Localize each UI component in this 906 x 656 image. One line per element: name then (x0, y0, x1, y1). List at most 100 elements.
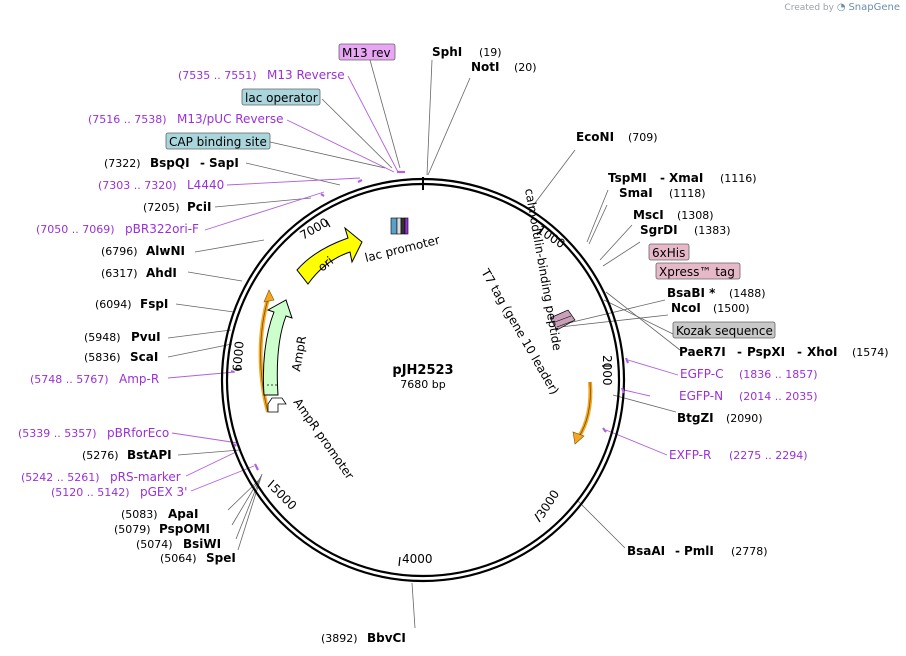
enzyme-xmai-sep: - (660, 171, 665, 185)
tag-block-line2 (556, 320, 574, 328)
enzyme-bstapi: BstAPI (127, 448, 172, 462)
primer-ampr-range: (5748 .. 5767) (30, 373, 109, 386)
label-m13rev: M13 rev (342, 46, 391, 60)
snapgene-credit: Created by ◔ SnapGene (784, 2, 900, 13)
enzyme-alwni-pos: (6796) (101, 245, 138, 258)
box-m13rev (338, 43, 396, 61)
snapgene-logo: ◔ (836, 2, 846, 13)
leader-lines (167, 59, 681, 629)
plasmid-name: pJH2523 (392, 363, 453, 378)
enzyme-pspomi-pos: (5079) (114, 523, 151, 536)
enzyme-xhoi-sep: - (797, 345, 802, 359)
label-kozak: Kozak sequence (676, 324, 773, 338)
primer-pgex: pGEX 3' (140, 485, 187, 499)
box-xpress (655, 262, 741, 280)
cds-arrow-right-head (572, 431, 585, 445)
primer-leader-lines (167, 75, 679, 492)
label-lac-operator: lac operator (245, 91, 318, 105)
box-6xhis (648, 243, 690, 261)
feature-ampr: AmpR (289, 335, 309, 373)
enzyme-bsabi-pos: (1488) (729, 287, 766, 300)
primer-prs-range: (5242 .. 5261) (21, 471, 100, 484)
credit-brand: SnapGene (848, 2, 900, 13)
enzyme-ncoi: NcoI (671, 301, 701, 315)
label-6xhis: 6xHis (652, 246, 685, 260)
enzyme-noti-pos: (20) (514, 61, 537, 74)
enzyme-econi-pos: (709) (628, 131, 658, 144)
enzyme-pvui-pos: (5948) (84, 331, 121, 344)
enzyme-smai-pos: (1118) (669, 187, 706, 200)
tick-1000 (536, 226, 545, 236)
ampr-promoter-arrow (267, 397, 287, 413)
primer-pbrforeco-range: (5339 .. 5357) (18, 427, 97, 440)
tag-block (549, 309, 576, 331)
enzyme-noti: NotI (471, 60, 500, 74)
primer-m13puc: M13/pUC Reverse (177, 112, 284, 126)
lac-promoter-mark (396, 217, 402, 235)
feature-calmodulin: calmodulin-binding peptide (522, 187, 564, 351)
enzyme-bbvci-pos: (3892) (321, 632, 358, 645)
enzyme-ahdi: AhdI (146, 266, 177, 280)
tick-5000 (267, 479, 275, 488)
enzyme-xhoi: XhoI (807, 345, 838, 359)
tick-3000 (534, 513, 541, 523)
primer-l4440: L4440 (187, 178, 224, 192)
feature-lac-promoter: lac promoter (363, 233, 441, 265)
enzyme-tspmi-pos: (1116) (720, 172, 757, 185)
enzyme-btgzi: BtgZI (677, 411, 714, 425)
enzyme-bsiwi: BsiWI (183, 537, 221, 551)
enzyme-pmli: PmlI (684, 544, 714, 558)
enzyme-paer7i-pos: (1574) (852, 346, 889, 359)
ruler-label-3000: 3000 (534, 487, 562, 520)
enzyme-bsaai: BsaAI (627, 544, 665, 558)
feature-ampr-promoter: AmpR promoter (291, 396, 357, 482)
enzyme-pmli-sep: - (675, 544, 680, 558)
enzyme-btgzi-pos: (2090) (726, 412, 763, 425)
tick-7000 (325, 219, 331, 228)
lac-operator-mark (390, 217, 398, 235)
ruler-label-2000: 2000 (600, 355, 614, 386)
ampr-arrow (262, 299, 293, 396)
enzyme-labels: SphI (19) NotI (20) EcoNI (709) TspMI - … (82, 45, 889, 645)
enzyme-bstapi-pos: (5276) (82, 449, 119, 462)
primer-prs: pRS-marker (110, 470, 181, 484)
plasmid-length: 7680 bp (400, 378, 445, 391)
boxed-labels: M13 rev lac operator CAP binding site 6x… (165, 43, 776, 339)
credit-prefix: Created by (784, 3, 834, 13)
primer-exfpr: EXFP-R (669, 448, 711, 462)
enzyme-scai: ScaI (130, 350, 158, 364)
primer-m13puc-range: (7516 .. 7538) (88, 113, 167, 126)
enzyme-spei: SpeI (206, 551, 236, 565)
primer-egfpn-range: (2014 .. 2035) (739, 390, 818, 403)
enzyme-bsaai-pos: (2778) (731, 545, 768, 558)
enzyme-bspqi-pos: (7322) (104, 157, 141, 170)
primer-pgex-range: (5120 .. 5142) (51, 486, 130, 499)
ruler-label-4000: 4000 (402, 552, 433, 566)
lac-region (390, 217, 409, 235)
enzyme-scai-pos: (5836) (84, 351, 121, 364)
enzyme-msci: MscI (633, 208, 664, 222)
enzyme-sphi: SphI (432, 45, 462, 59)
enzyme-bsiwi-pos: (5074) (136, 538, 173, 551)
primer-pbr322ori: pBR322ori-F (125, 222, 199, 236)
ruler-label-5000: 5000 (268, 481, 299, 512)
enzyme-alwni: AlwNI (146, 244, 185, 258)
tag-cluster (549, 309, 576, 331)
enzyme-pcii: PciI (187, 200, 212, 214)
cds-arrow-left-head (263, 289, 275, 303)
enzyme-spei-pos: (5064) (160, 552, 197, 565)
enzyme-econi: EcoNI (576, 130, 614, 144)
primer-labels: (7535 .. 7551) M13 Reverse (7516 .. 7538… (18, 68, 818, 499)
enzyme-apai: ApaI (168, 507, 198, 521)
box-cap-site (165, 132, 271, 150)
enzyme-apai-pos: (5083) (121, 508, 158, 521)
ruler-label-6000: 6000 (230, 341, 247, 373)
enzyme-tspmi: TspMI (608, 171, 647, 185)
enzyme-xmai: XmaI (669, 171, 703, 185)
cds-arc-left-outline (260, 295, 270, 413)
tag-block-line (554, 315, 572, 323)
enzyme-bbvci: BbvCI (367, 631, 406, 645)
primer-ampr: Amp-R (119, 372, 159, 386)
label-xpress: Xpress™ tag (659, 265, 735, 279)
